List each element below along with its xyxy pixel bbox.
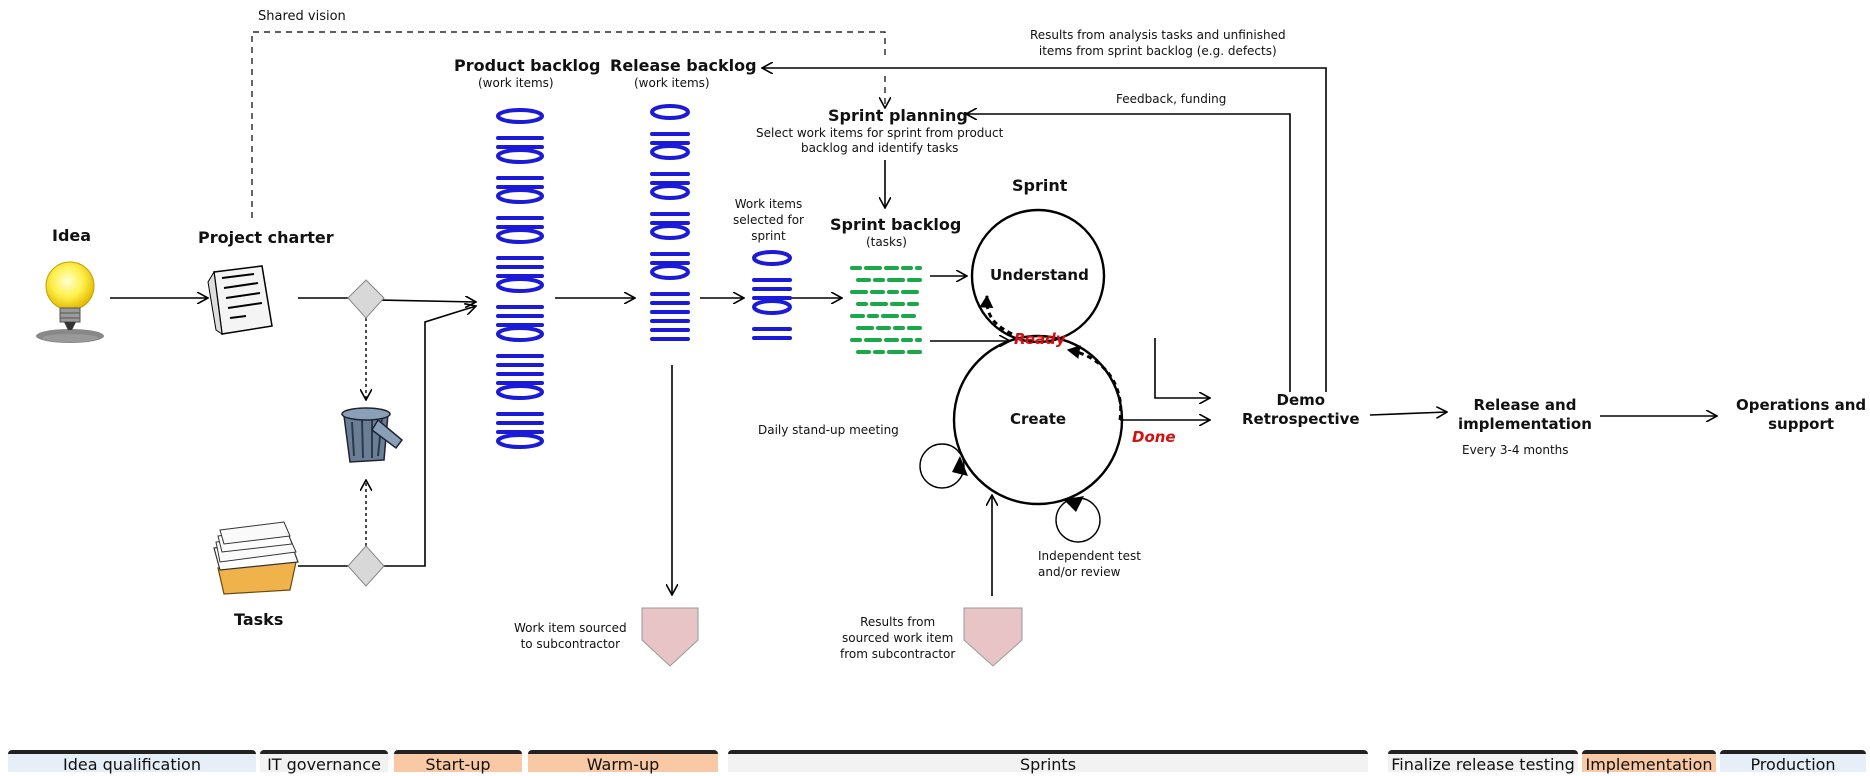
flow-arrows xyxy=(110,68,1717,596)
release-backlog-title: Release backlog xyxy=(610,56,757,75)
sprint-backlog-tasks xyxy=(850,266,922,354)
results-analysis-line-1: Results from analysis tasks and unfinish… xyxy=(1030,28,1286,42)
results-sourced-line-3: from subcontractor xyxy=(840,647,956,661)
self-loops xyxy=(919,443,1101,543)
work-item xyxy=(650,104,690,120)
idea-label: Idea xyxy=(52,226,92,245)
shared-vision-label: Shared vision xyxy=(258,9,346,24)
independent-test-line-1: Independent test xyxy=(1038,549,1141,563)
sprint-planning-desc-line-2: backlog and identify tasks xyxy=(800,141,959,155)
phase-it-governance: IT governance xyxy=(260,750,388,774)
phase-idea-qualification: Idea qualification xyxy=(8,750,256,774)
sprint-title: Sprint xyxy=(1012,176,1068,195)
work-item xyxy=(752,299,792,315)
work-item xyxy=(496,277,544,293)
sprint-planning-title: Sprint planning xyxy=(828,106,968,125)
sourced-out-box xyxy=(641,607,699,667)
results-sourced-label: Results from sourced work item from subc… xyxy=(840,614,955,662)
work-item xyxy=(496,384,544,400)
understand-circle xyxy=(970,208,1106,344)
decision-diamonds xyxy=(347,279,385,587)
results-analysis-label: Results from analysis tasks and unfinish… xyxy=(1030,27,1286,59)
phase-start-up: Start-up xyxy=(394,750,522,774)
sprint-planning-description: Select work items for sprint from produc… xyxy=(756,126,1003,156)
work-items-selected-line-3: sprint xyxy=(751,229,786,243)
support-line: support xyxy=(1768,415,1835,433)
understand-label: Understand xyxy=(990,266,1089,284)
work-item xyxy=(650,264,690,280)
trash-can-icon xyxy=(341,407,404,463)
release-line: Release and xyxy=(1473,396,1577,414)
phase-sprints: Sprints xyxy=(728,750,1368,774)
product-backlog-items xyxy=(496,108,544,449)
release-backlog-subtitle: (work items) xyxy=(634,76,710,90)
results-analysis-line-2: items from sprint backlog (e.g. defects) xyxy=(1038,44,1277,58)
create-label: Create xyxy=(1010,410,1067,428)
release-backlog-items xyxy=(650,104,690,341)
paper-stack-icon xyxy=(213,521,299,595)
work-item xyxy=(650,184,690,200)
retrospective-line: Retrospective xyxy=(1242,410,1360,428)
work-items-selected-line-2: selected for xyxy=(733,213,804,227)
operations-support-label: Operations and support xyxy=(1736,396,1866,434)
release-implementation-label: Release and implementation xyxy=(1458,396,1592,434)
independent-test-label: Independent test and/or review xyxy=(1038,548,1141,580)
done-label: Done xyxy=(1132,428,1176,446)
product-backlog-title: Product backlog xyxy=(454,56,601,75)
work-item xyxy=(496,228,544,244)
demo-line: Demo xyxy=(1276,391,1326,409)
release-frequency-label: Every 3-4 months xyxy=(1462,443,1569,457)
results-sourced-line-1: Results from xyxy=(860,615,936,629)
work-item xyxy=(496,108,544,124)
phase-implementation: Implementation xyxy=(1582,750,1716,774)
sprint-backlog-title: Sprint backlog xyxy=(830,215,962,234)
phase-production: Production xyxy=(1720,750,1866,774)
work-items-selected-label: Work items selected for sprint xyxy=(733,196,804,244)
work-item xyxy=(650,144,690,160)
work-item xyxy=(496,148,544,164)
product-backlog-subtitle: (work items) xyxy=(478,76,554,90)
work-item xyxy=(496,188,544,204)
work-item-sourced-line-2: to subcontractor xyxy=(520,637,621,651)
sourced-in-box xyxy=(963,607,1023,667)
sprint-planning-desc-line-1: Select work items for sprint from produc… xyxy=(756,126,1004,140)
work-item xyxy=(650,224,690,240)
daily-standup-label: Daily stand-up meeting xyxy=(758,423,899,437)
selected-work-items xyxy=(752,250,792,340)
document-icon xyxy=(207,265,273,336)
work-items-selected-line-1: Work items xyxy=(734,197,803,211)
operations-line: Operations and xyxy=(1736,396,1867,414)
results-sourced-line-2: sourced work item xyxy=(842,631,954,645)
subcontractor-boxes xyxy=(641,607,1023,667)
sprint-cycle xyxy=(952,208,1124,506)
project-charter-label: Project charter xyxy=(198,228,334,247)
independent-test-line-2: and/or review xyxy=(1038,565,1121,579)
phase-finalize-release-testing: Finalize release testing xyxy=(1388,750,1578,774)
work-item xyxy=(496,326,544,342)
demo-retrospective-label: Demo Retrospective xyxy=(1242,391,1360,429)
self-loop-arrow-right xyxy=(1064,496,1084,512)
self-loop-arrow-left xyxy=(952,456,968,476)
work-item xyxy=(496,433,544,449)
tasks-label: Tasks xyxy=(234,610,284,629)
cycle-arrows xyxy=(979,294,1123,421)
work-item-sourced-label: Work item sourced to subcontractor xyxy=(514,620,627,652)
work-item xyxy=(752,250,792,266)
ready-label: Ready xyxy=(1014,330,1066,348)
lightbulb-icon xyxy=(36,261,104,343)
work-item-sourced-line-1: Work item sourced xyxy=(514,621,627,635)
feedback-funding-label: Feedback, funding xyxy=(1116,92,1227,106)
sprint-backlog-subtitle: (tasks) xyxy=(866,235,907,249)
shared-vision-connector xyxy=(251,31,885,218)
create-circle xyxy=(952,334,1124,506)
phase-warm-up: Warm-up xyxy=(528,750,718,774)
implementation-line: implementation xyxy=(1458,415,1592,433)
